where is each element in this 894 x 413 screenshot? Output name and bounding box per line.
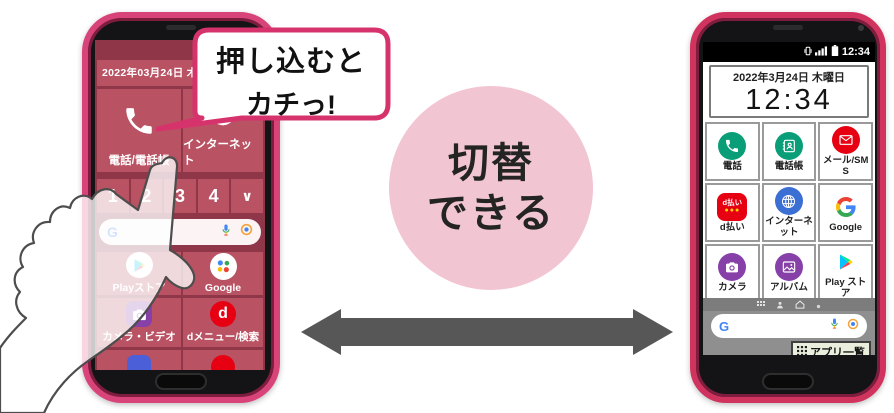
tile-google[interactable]: Google xyxy=(818,183,873,243)
tile-d-barai[interactable]: d払い ●●● d払い xyxy=(705,183,760,243)
speech-bubble-text: 押し込むと カチっ! xyxy=(215,46,366,120)
dock: G アプリ一覧 xyxy=(703,298,875,355)
speed-dial-3[interactable]: 3 xyxy=(164,179,196,213)
mic-icon[interactable] xyxy=(829,317,840,335)
clock-time: 12:34 xyxy=(745,84,833,116)
status-bar: 12:34 xyxy=(703,42,875,62)
speech-bubble xyxy=(155,27,391,132)
google-g-icon: G xyxy=(719,318,730,334)
google-g-icon: G xyxy=(107,224,118,240)
lens-icon[interactable] xyxy=(847,317,859,335)
tile-label: dメニュー/検索 xyxy=(186,331,260,343)
tile-d-menu[interactable]: d dメニュー/検索 xyxy=(183,298,263,347)
earpiece-speaker xyxy=(166,25,196,30)
speed-dial-row: 1 2 3 4 ∨ xyxy=(97,179,263,213)
camera-icon xyxy=(718,253,747,282)
tile-label: カメラ・ビデオ xyxy=(102,331,176,343)
tile-label: Google xyxy=(204,282,242,294)
nav-row xyxy=(703,296,875,314)
speed-dial-4[interactable]: 4 xyxy=(197,179,230,213)
double-arrow xyxy=(301,309,673,355)
google-search-bar[interactable]: G xyxy=(99,219,261,245)
phone-icon xyxy=(718,131,747,160)
partial-app-icon xyxy=(211,355,235,370)
tile-play-store[interactable]: Playストア xyxy=(97,252,181,295)
right-phone-screen: 12:34 2022年3月24日 木曜日 12:34 電話 電話帳 xyxy=(703,42,875,355)
battery-icon xyxy=(831,45,839,59)
app-list-button[interactable]: アプリ一覧 xyxy=(791,341,871,355)
play-store-icon xyxy=(831,248,860,277)
clock-widget[interactable]: 2022年3月24日 木曜日 12:34 xyxy=(709,65,869,119)
tile-album[interactable]: アルバム xyxy=(761,244,817,304)
tile-contacts[interactable]: 電話帳 xyxy=(761,122,817,182)
dot-icon[interactable] xyxy=(816,296,821,314)
tile-google[interactable]: Google xyxy=(183,252,263,295)
tile-internet[interactable]: インターネット xyxy=(761,183,817,243)
partial-tile[interactable] xyxy=(183,350,263,370)
signal-icon xyxy=(814,45,828,59)
mic-icon[interactable] xyxy=(220,223,232,242)
speed-dial-2[interactable]: 2 xyxy=(130,179,163,213)
globe-icon xyxy=(774,187,803,216)
google-search-bar[interactable]: G xyxy=(711,314,867,339)
apps-grid-icon[interactable] xyxy=(757,296,765,314)
camera-icon xyxy=(126,301,152,327)
tile-label: Playストア xyxy=(112,282,166,294)
home-button[interactable] xyxy=(762,373,814,390)
earpiece-speaker xyxy=(773,25,803,30)
tile-play-store[interactable]: Play ストア xyxy=(818,244,873,304)
tile-phone[interactable]: 電話 xyxy=(705,122,760,182)
d-barai-icon: d払い ●●● xyxy=(717,192,748,221)
google-g-icon xyxy=(831,192,860,221)
contacts-icon xyxy=(774,131,803,160)
home-button[interactable] xyxy=(155,373,207,390)
person-icon[interactable] xyxy=(776,296,784,314)
vibrate-icon xyxy=(804,46,812,59)
partial-tile[interactable] xyxy=(97,350,181,370)
speed-dial-1[interactable]: 1 xyxy=(97,179,129,213)
mail-icon xyxy=(831,126,860,155)
lens-icon[interactable] xyxy=(240,223,253,241)
tile-mail-sms[interactable]: メール/SMS xyxy=(818,122,873,182)
chevron-down-icon[interactable]: ∨ xyxy=(231,179,263,213)
home-icon[interactable] xyxy=(795,296,805,314)
play-store-icon xyxy=(125,252,153,278)
google-icon xyxy=(209,253,237,280)
album-icon xyxy=(774,253,803,282)
tile-camera-video[interactable]: カメラ・ビデオ xyxy=(97,298,181,347)
tile-camera[interactable]: カメラ xyxy=(705,244,760,304)
front-camera xyxy=(858,25,864,31)
phone-icon xyxy=(122,89,156,152)
apps-grid-icon xyxy=(797,345,807,355)
right-phone: 12:34 2022年3月24日 木曜日 12:34 電話 電話帳 xyxy=(690,12,886,403)
clock-date: 2022年3月24日 木曜日 xyxy=(733,72,845,84)
tile-label: 電話/電話帳 xyxy=(108,155,170,167)
status-time: 12:34 xyxy=(841,46,870,58)
partial-app-icon xyxy=(127,355,151,370)
app-grid: 電話 電話帳 メール/SMS d払い ●● xyxy=(703,120,875,304)
d-menu-icon: d xyxy=(210,301,236,327)
switch-badge: 切替 できる xyxy=(389,86,593,290)
